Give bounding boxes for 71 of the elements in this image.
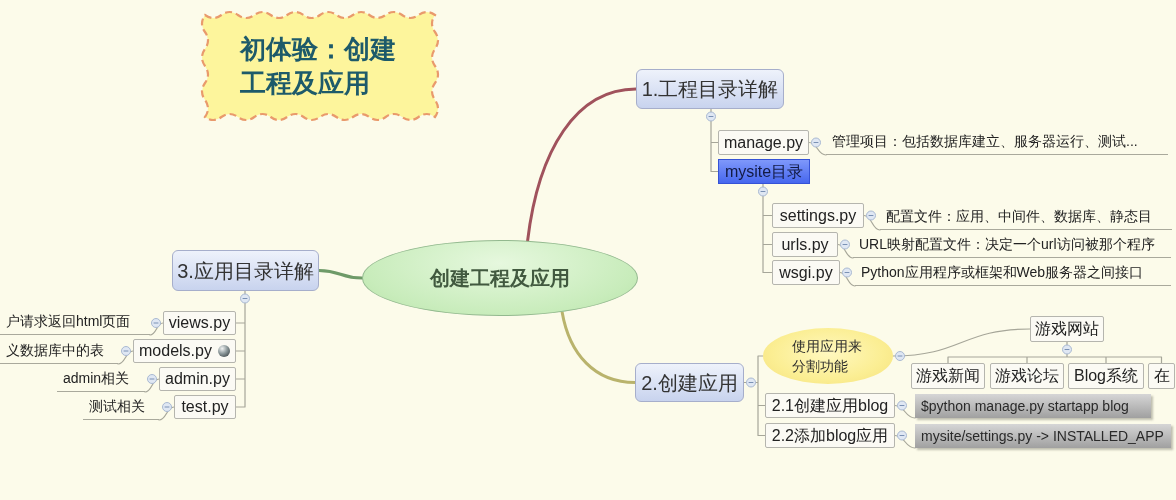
note-text: admin相关 (63, 370, 130, 387)
topic-box (718, 130, 809, 155)
topic-label: 1.工程目录详解 (641, 77, 779, 101)
main-topic-box (635, 363, 744, 402)
topic-label: 游戏网站 (1035, 319, 1099, 339)
topic-label: 3.应用目录详解 (177, 258, 314, 283)
topic-label: mysite目录 (724, 161, 804, 182)
connector-line (863, 214, 881, 231)
connector-line (710, 108, 719, 173)
topic-box (772, 232, 838, 257)
connector-line (839, 271, 856, 287)
note-text: Python应用程序或框架和Web服务器之间接口 (861, 264, 1144, 281)
topic-box (772, 260, 840, 285)
topic-box (765, 393, 895, 418)
connector-line (762, 183, 773, 274)
connector-line (235, 290, 246, 408)
topic-label: urls.py (781, 234, 829, 255)
topic-label: 创建工程及应用 (430, 266, 570, 290)
topic-label: 在 (1153, 366, 1170, 386)
connector-line (158, 406, 175, 421)
command-bar (915, 394, 1151, 418)
connector-line (117, 350, 134, 365)
selected-topic-box (718, 159, 810, 184)
connector-line (808, 141, 827, 156)
topic-box (133, 339, 236, 363)
topic-label: admin.py (165, 369, 230, 389)
topic-box (911, 363, 985, 389)
topic-label: manage.py (723, 132, 804, 153)
connector-line (743, 355, 766, 437)
note-text: 义数据库中的表 (6, 342, 104, 359)
topic-label: 使用应用来分割功能 (792, 336, 863, 376)
connector-line (892, 328, 1031, 357)
connector-line (560, 310, 637, 384)
banner-title: 初体验：创建工程及应用 (240, 32, 397, 100)
connector-line (149, 322, 164, 336)
topic-box (1068, 363, 1144, 389)
note-text: 配置文件：应用、中间件、数据库、静态目 (886, 208, 1152, 225)
topic-box (772, 203, 864, 228)
topic-box (1030, 316, 1104, 342)
topic-box (765, 423, 895, 448)
note-text: 测试相关 (89, 398, 145, 415)
topic-label: wsgi.py (779, 262, 833, 283)
topic-label: test.py (181, 397, 229, 417)
topic-box (1148, 363, 1175, 389)
topic-label: 2.1创建应用blog (771, 395, 889, 416)
connector-line (894, 434, 916, 449)
connector-line (837, 243, 854, 259)
main-topic-box (636, 69, 784, 109)
connector-line (947, 341, 1163, 364)
topic-box (159, 367, 236, 391)
command-bar (915, 424, 1171, 448)
topic-label: 2.2添加blog应用 (771, 425, 889, 446)
note-text: URL映射配置文件：决定一个url访问被那个程序 (859, 236, 1155, 253)
main-topic-box (172, 250, 319, 291)
topic-label: 游戏新闻 (916, 366, 980, 386)
command-text: $python manage.py startapp blog (921, 397, 1129, 415)
topic-label: 游戏论坛 (995, 366, 1059, 386)
command-text: mysite/settings.py -> INSTALLED_APP (921, 427, 1164, 445)
topic-box (990, 363, 1064, 389)
connector-line (144, 378, 160, 393)
topic-box (163, 311, 236, 335)
topic-box (174, 395, 236, 419)
topic-label: models.py (139, 341, 212, 361)
topic-label: views.py (168, 313, 231, 333)
connector-line (894, 404, 916, 419)
connector-line (317, 269, 364, 280)
note-text: 户请求返回html页面 (6, 313, 131, 330)
topic-label: Blog系统 (1074, 366, 1138, 386)
note-text: 管理项目：包括数据库建立、服务器运行、测试... (832, 133, 1138, 150)
topic-label: 2.创建应用 (641, 370, 738, 395)
topic-label: settings.py (779, 205, 857, 226)
